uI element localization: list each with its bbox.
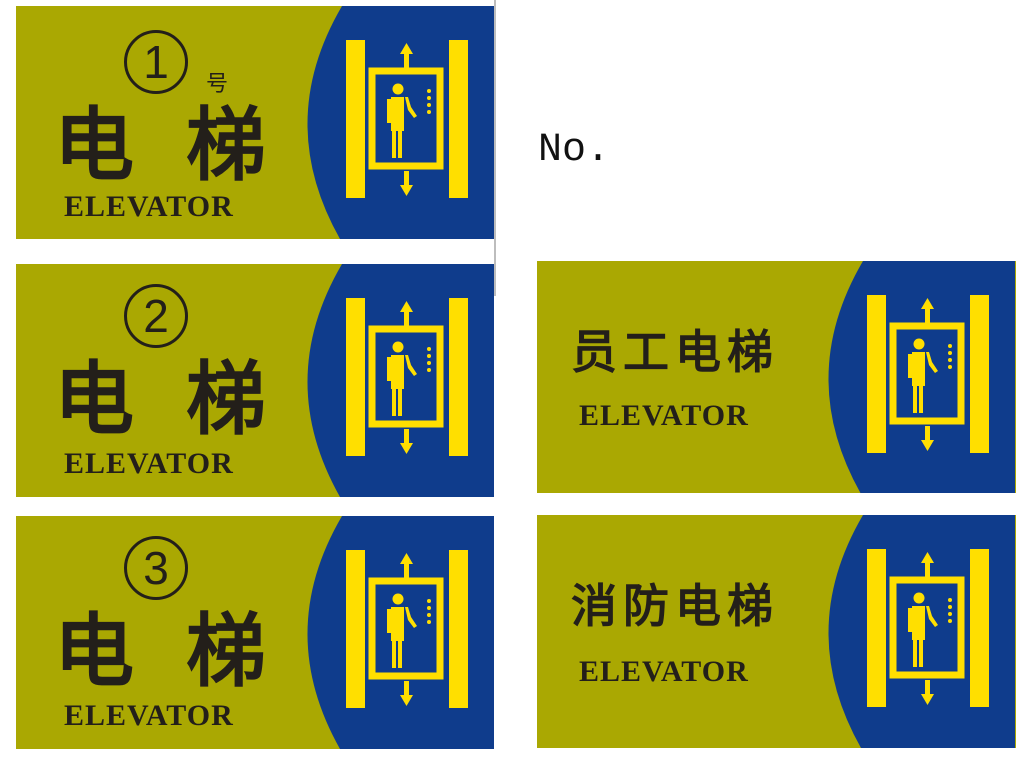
no-label: No. [538, 128, 611, 173]
sign-title-en: ELEVATOR [579, 655, 749, 688]
number-badge: 1 [124, 30, 188, 94]
sign-title-en: ELEVATOR [64, 447, 234, 480]
number-badge: 2 [124, 284, 188, 348]
fire-elevator-sign: 消防电梯 ELEVATOR [537, 515, 1016, 748]
sign-title-cn: 电梯 [54, 605, 318, 698]
staff-elevator-sign: 员工电梯 ELEVATOR [537, 261, 1016, 493]
sign-title-cn: 消防电梯 [571, 579, 779, 633]
elevator-sign-1: 1 号 电梯 ELEVATOR [16, 6, 494, 239]
guide-line [494, 0, 496, 296]
sign-title-en: ELEVATOR [579, 399, 749, 432]
number-badge: 3 [124, 536, 188, 600]
sign-title-en: ELEVATOR [64, 699, 234, 732]
elevator-sign-2: 2 电梯 ELEVATOR [16, 264, 494, 497]
sign-title-en: ELEVATOR [64, 190, 234, 223]
sign-title-cn: 员工电梯 [571, 325, 779, 379]
sign-title-cn: 电梯 [54, 99, 318, 192]
number-suffix: 号 [206, 72, 229, 97]
elevator-sign-3: 3 电梯 ELEVATOR [16, 516, 494, 749]
sign-title-cn: 电梯 [54, 353, 318, 446]
